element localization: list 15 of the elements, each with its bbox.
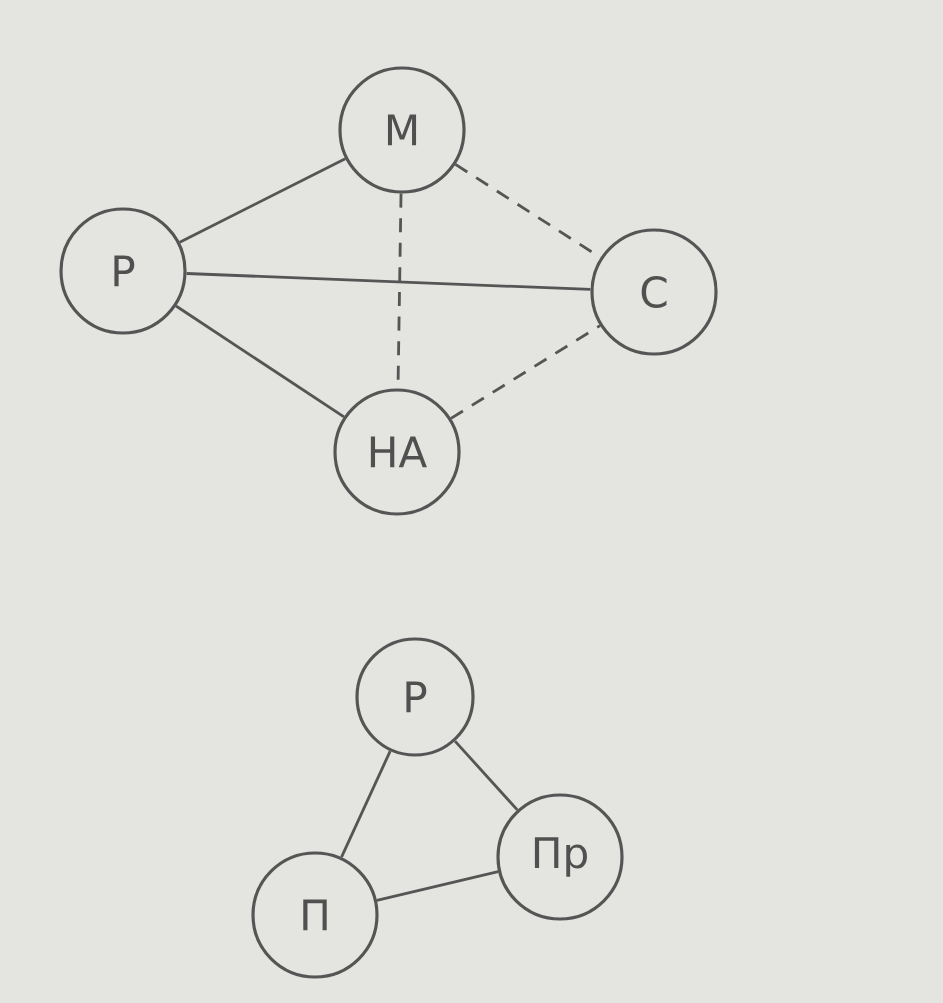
connector-line: [376, 870, 499, 902]
circle-node: НА: [333, 388, 461, 516]
connector-line: [340, 750, 392, 858]
circle-node: Р: [355, 637, 475, 757]
circle-node: С: [590, 228, 718, 356]
connector-line: [175, 304, 345, 419]
circle-node: Пр: [496, 793, 624, 921]
dashed-line: [450, 324, 601, 420]
circle-node: М: [338, 66, 466, 194]
circle-node: Р: [59, 207, 187, 335]
connector-line: [453, 740, 519, 811]
circle-node: П: [251, 851, 379, 979]
connector-line: [186, 272, 591, 291]
dashed-line: [454, 163, 602, 259]
connector-line: [179, 157, 346, 244]
